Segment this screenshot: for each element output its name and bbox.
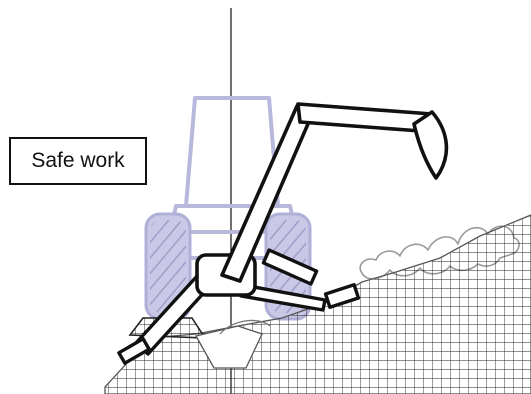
tyre-left-icon <box>144 212 192 321</box>
trench-icon <box>195 325 263 369</box>
right-outrigger-icon <box>239 248 361 312</box>
safe-work-label: Safe work <box>9 137 147 185</box>
bucket-icon <box>412 110 449 180</box>
dirt-edge-line <box>219 319 271 335</box>
